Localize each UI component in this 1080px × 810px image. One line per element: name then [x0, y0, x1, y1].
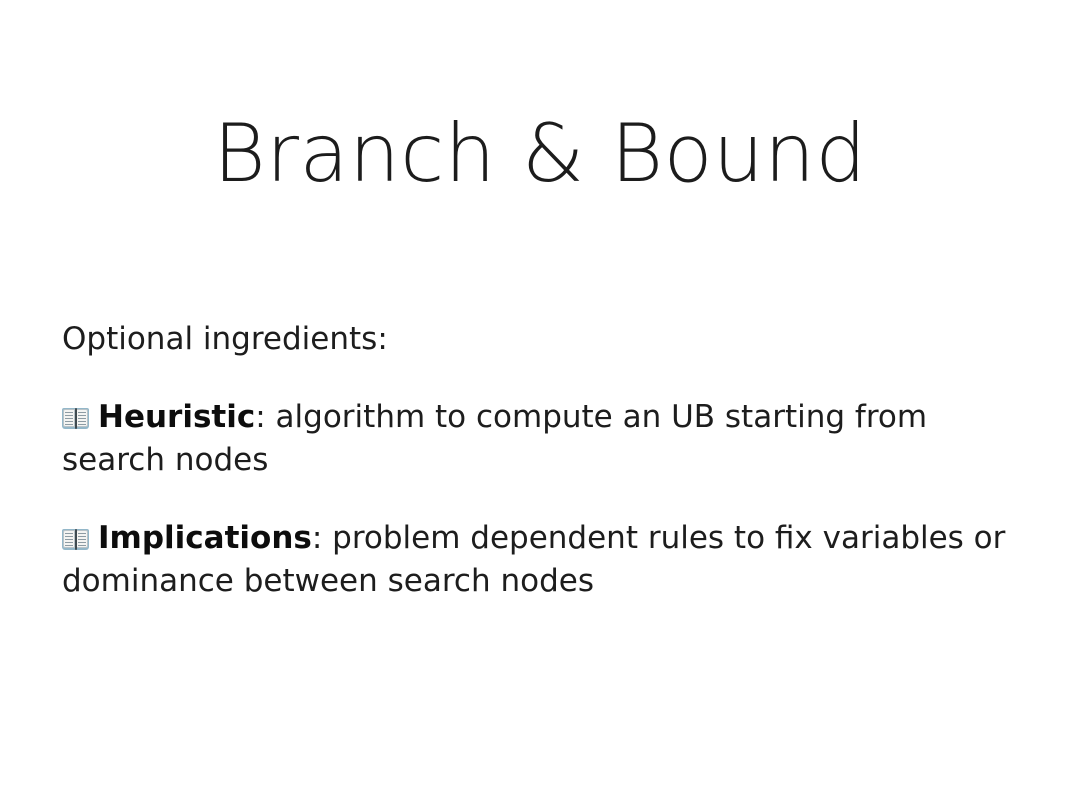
bullet-separator: : — [311, 520, 333, 556]
slide-body: Optional ingredients: Heuristic: algorit… — [62, 318, 1010, 603]
open-book-icon — [62, 528, 89, 551]
bullet-lead-label: Heuristic — [98, 399, 256, 435]
page-title: Branch & Bound — [213, 106, 867, 200]
bullet-body-text: problem dependent rules to fix variables… — [62, 520, 1006, 599]
open-book-icon — [62, 407, 89, 430]
bullet-item-implications: Implications: problem dependent rules to… — [62, 517, 1010, 603]
bullet-separator: : — [255, 399, 276, 435]
intro-text: Optional ingredients: — [62, 321, 388, 357]
bullet-body-text: algorithm to compute an UB starting from… — [62, 399, 928, 478]
bullet-item-heuristic: Heuristic: algorithm to compute an UB st… — [62, 396, 1010, 482]
bullet-lead-label: Implications — [98, 520, 312, 556]
